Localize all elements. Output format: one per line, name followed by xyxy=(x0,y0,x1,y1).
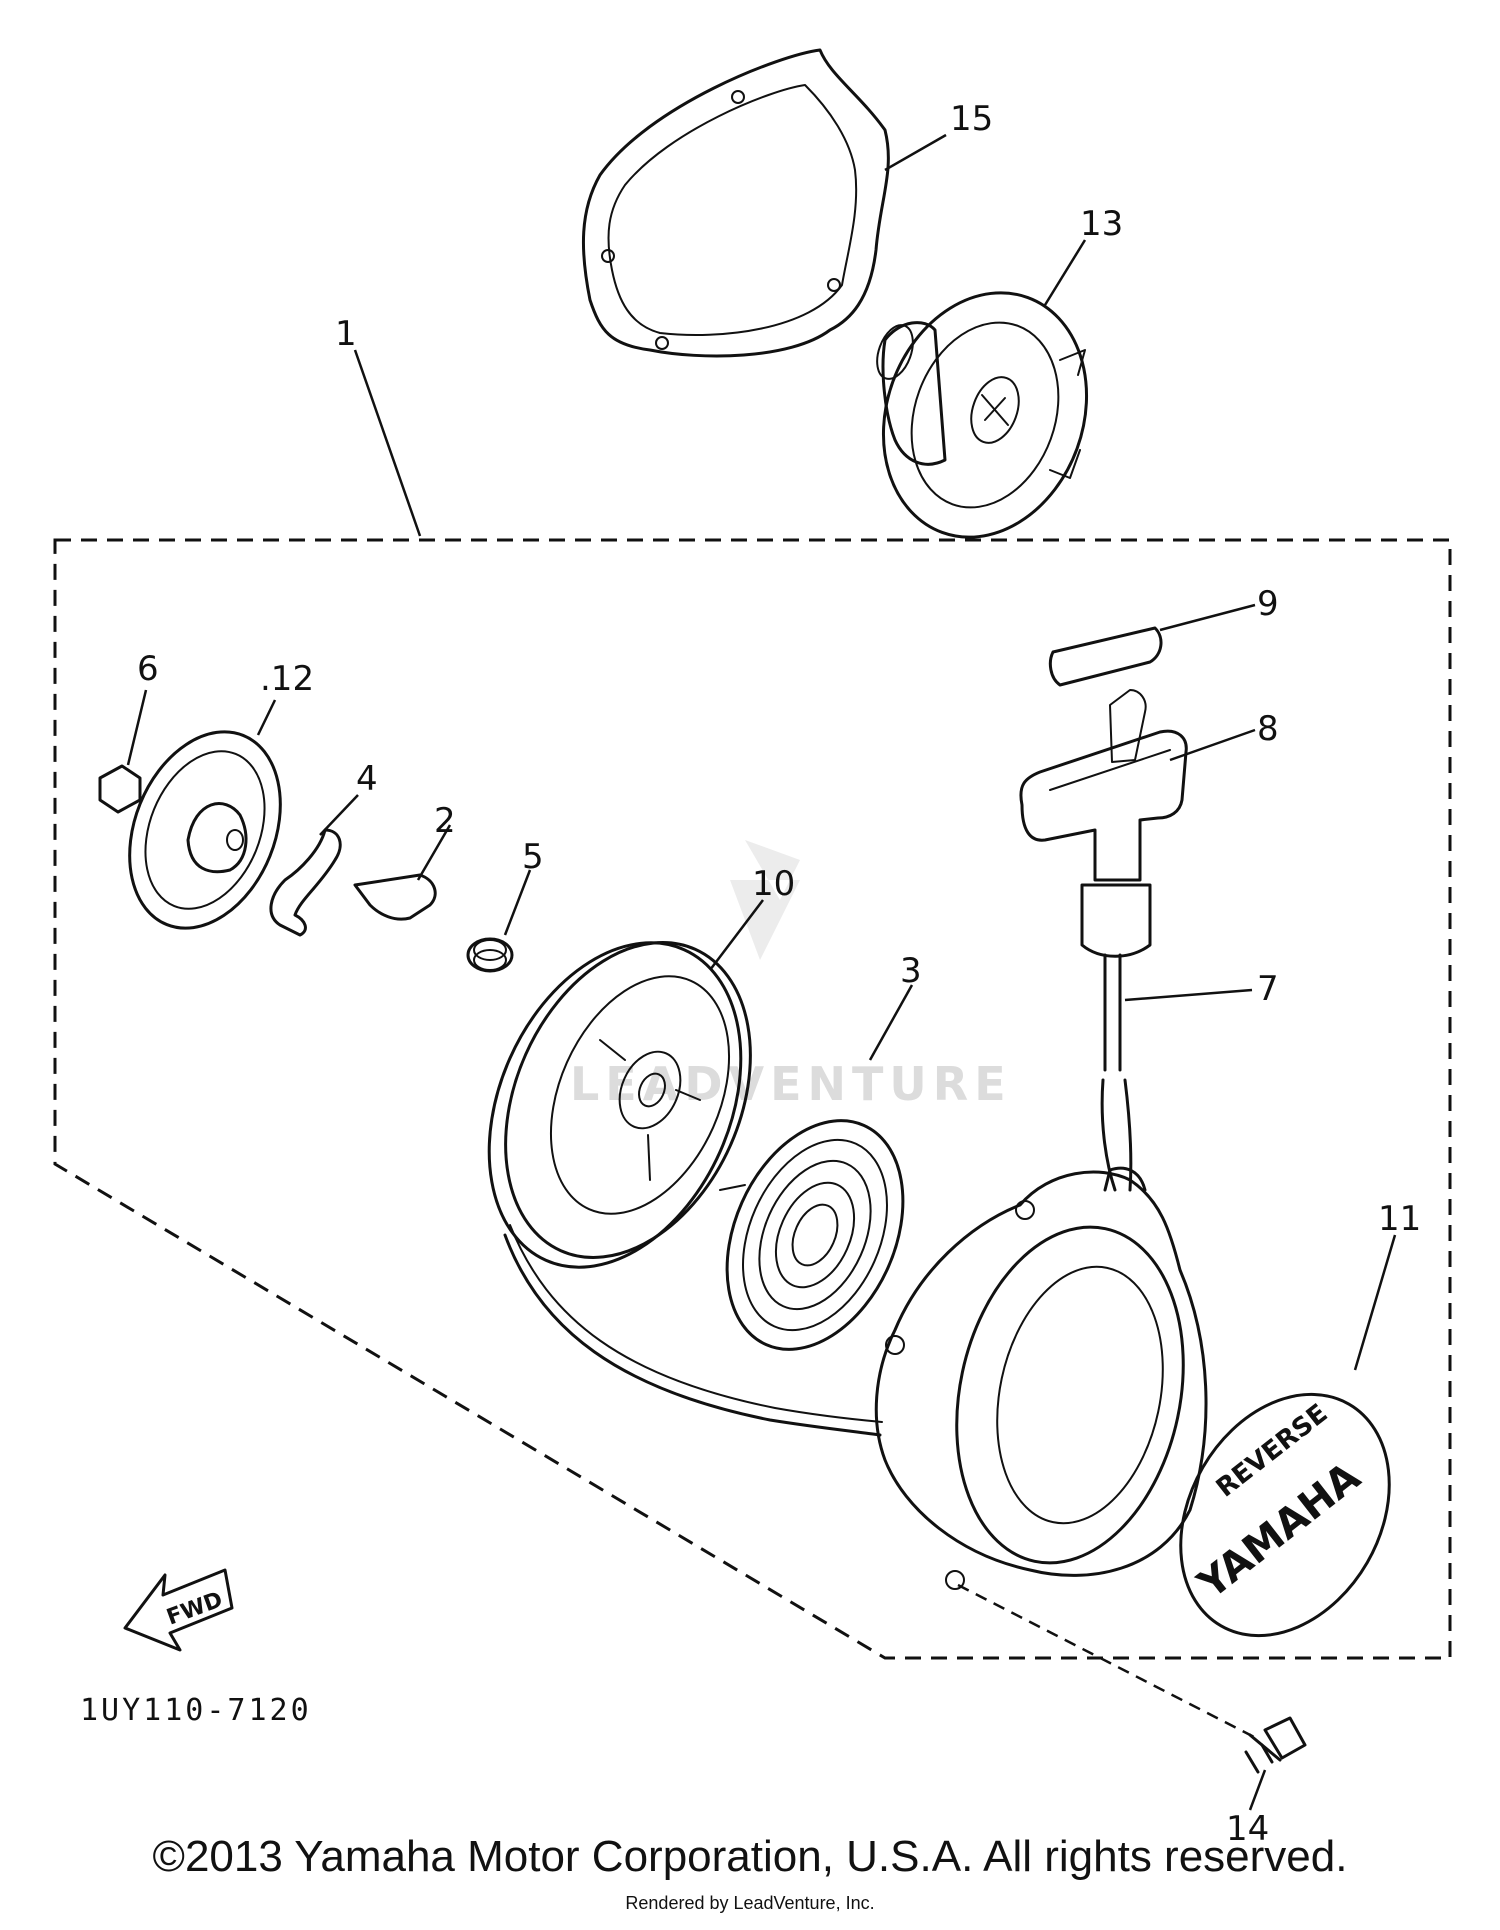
part-12-friction-plate xyxy=(128,730,282,930)
callout-4: 4 xyxy=(356,759,378,799)
callout-3: 3 xyxy=(900,951,922,991)
assembly-boundary xyxy=(53,538,1452,1660)
callout-14: 14 xyxy=(1226,1809,1269,1849)
callout-labels: 1 2 3 4 5 6 7 8 9 10 11 .12 13 14 15 xyxy=(137,99,1421,1849)
callout-13: 13 xyxy=(1080,204,1123,244)
callout-9: 9 xyxy=(1257,584,1279,624)
part-2-pawl xyxy=(353,873,437,921)
rendered-by-note: Rendered by LeadVenture, Inc. xyxy=(625,1893,875,1913)
callout-11: 11 xyxy=(1378,1199,1421,1239)
callout-10: 10 xyxy=(752,864,795,904)
callout-5: 5 xyxy=(522,837,544,877)
fwd-arrow-icon: FWD xyxy=(123,1568,234,1652)
part-6-nut xyxy=(98,764,142,814)
part-11-cover-emblem: YAMAHA REVERSE xyxy=(1179,1392,1391,1638)
callout-8: 8 xyxy=(1257,709,1279,749)
part-7-starter-rope xyxy=(1100,953,1133,1192)
diagram-code: 1UY110-7120 xyxy=(80,1693,312,1728)
part-4-spring-clip xyxy=(269,828,342,937)
part-10-sheave-drum xyxy=(487,941,752,1269)
copyright-notice: ©2013 Yamaha Motor Corporation, U.S.A. A… xyxy=(152,1832,1348,1881)
part-14-bolt xyxy=(1244,1716,1307,1774)
callout-2: 2 xyxy=(434,801,456,841)
callout-1: 1 xyxy=(335,314,357,354)
watermark-text: LEADVENTURE xyxy=(570,1057,1012,1111)
leader-lines xyxy=(126,133,1397,1811)
callout-12: .12 xyxy=(260,659,314,699)
callout-15: 15 xyxy=(950,99,993,139)
callout-6: 6 xyxy=(137,649,159,689)
part-9-handle-cap xyxy=(1048,626,1163,687)
rope-path xyxy=(503,1233,882,1437)
part-5-spring xyxy=(466,937,514,973)
callout-7: 7 xyxy=(1257,969,1279,1009)
starter-housing xyxy=(874,1166,1208,1590)
part-13-pulley xyxy=(876,291,1089,539)
part-3-recoil-spring xyxy=(719,1119,905,1351)
part-8-starter-handle xyxy=(1019,689,1188,958)
part-15-gasket xyxy=(581,48,890,358)
